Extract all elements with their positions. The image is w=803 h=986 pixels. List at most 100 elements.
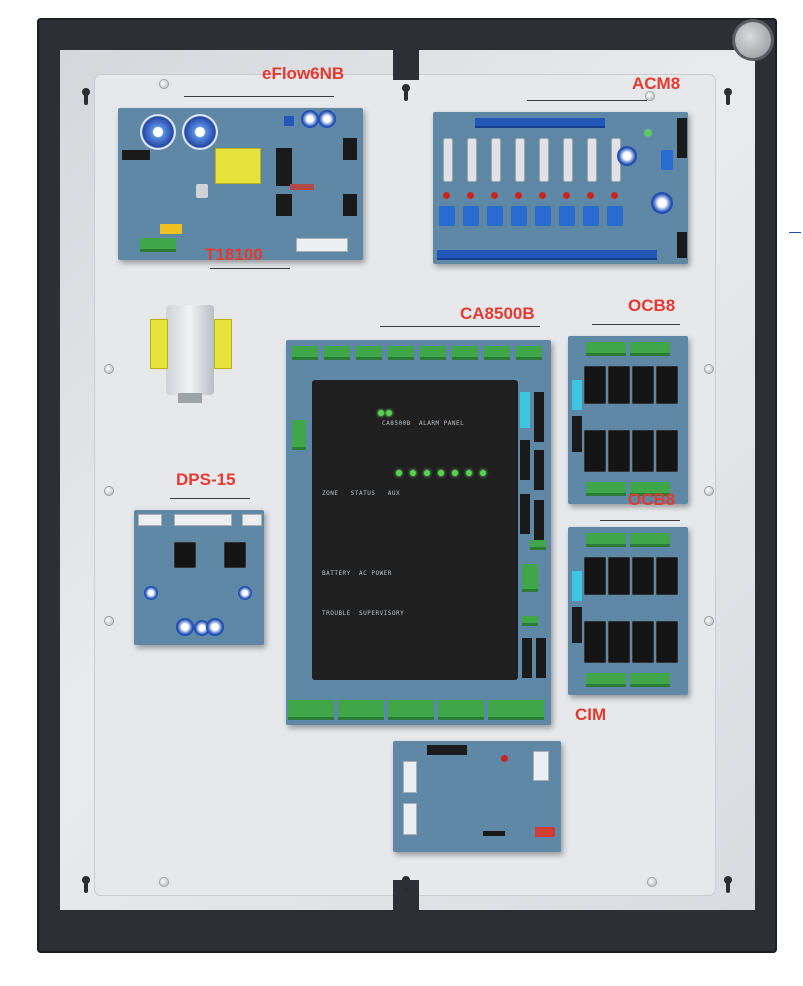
capacitor	[318, 110, 336, 128]
led-indicator	[539, 192, 546, 199]
terminal-block	[630, 533, 670, 547]
led-indicator	[467, 192, 474, 199]
terminal-block	[484, 346, 510, 360]
screw	[705, 617, 713, 625]
mount-foot	[178, 393, 202, 403]
capacitor	[144, 586, 158, 600]
dip-switch	[535, 827, 555, 837]
relay-can	[196, 184, 208, 198]
panel-text: TROUBLE SUPERVISORY	[322, 610, 405, 617]
header-connector	[242, 514, 262, 526]
tamper-switch-icon	[735, 22, 771, 58]
transformer-coil	[214, 319, 232, 369]
inductor	[215, 148, 261, 184]
dps15-board	[134, 510, 264, 645]
leader-line	[170, 498, 250, 499]
terminal-block	[586, 673, 626, 687]
relay	[608, 366, 630, 404]
terminal-block	[420, 346, 446, 360]
terminal-block	[677, 232, 687, 258]
relay	[632, 430, 654, 472]
label-eflow6nb: eFlow6NB	[262, 64, 345, 83]
led-indicator	[466, 470, 472, 476]
label-ocb8-top: OCB8	[628, 296, 676, 315]
terminal-block	[630, 482, 670, 496]
led-indicator	[452, 470, 458, 476]
transformer-bracket	[166, 305, 214, 395]
leader-line	[380, 326, 540, 327]
capacitor	[651, 192, 673, 214]
relay	[511, 206, 527, 226]
header-connector	[572, 571, 582, 601]
leader-line	[527, 100, 647, 101]
relay	[632, 366, 654, 404]
fuse	[539, 138, 549, 182]
capacitor	[176, 618, 194, 636]
fuse	[587, 138, 597, 182]
led-indicator	[424, 470, 430, 476]
ca8500b-board: CA8500B ALARM PANEL ZONE STATUS AUX BATT…	[286, 340, 551, 725]
resistor	[290, 184, 314, 190]
eflow-board	[118, 108, 363, 260]
screw	[105, 617, 113, 625]
panel-text: ZONE STATUS AUX	[322, 490, 401, 497]
terminal-block	[475, 118, 605, 128]
header-connector	[403, 761, 417, 793]
label-ca8500b: CA8500B	[460, 304, 535, 323]
leader-line	[789, 232, 801, 233]
capacitor	[238, 586, 252, 600]
connector	[520, 494, 530, 534]
label-ocb8-bottom: OCB8	[628, 490, 676, 509]
connector	[520, 440, 530, 480]
potentiometer	[284, 116, 294, 126]
keyhole-icon	[722, 88, 734, 106]
terminal-block	[452, 346, 478, 360]
terminal-block	[530, 540, 546, 550]
terminal-block	[356, 346, 382, 360]
terminal-block	[388, 346, 414, 360]
terminal-block	[522, 616, 538, 626]
relay	[584, 366, 606, 404]
relay	[656, 621, 678, 663]
screw	[105, 487, 113, 495]
keyhole-icon	[722, 876, 734, 894]
relay	[583, 206, 599, 226]
connector	[343, 138, 357, 160]
terminal-block	[630, 342, 670, 356]
connector	[534, 450, 544, 490]
header-connector	[520, 392, 530, 428]
ocb8-board-bottom	[568, 527, 688, 695]
connector	[572, 416, 582, 452]
led-indicator	[611, 192, 618, 199]
acm8-board	[433, 112, 688, 264]
led-indicator	[410, 470, 416, 476]
leader-line	[210, 268, 290, 269]
heatsink	[276, 194, 292, 216]
panel-text: CA8500B ALARM PANEL	[382, 420, 465, 427]
header-connector	[403, 803, 417, 835]
relay	[608, 557, 630, 595]
terminal-block	[292, 346, 318, 360]
led-indicator	[378, 410, 384, 416]
keyhole-icon	[400, 84, 412, 102]
fuse	[443, 138, 453, 182]
connector	[522, 638, 532, 678]
relay	[632, 621, 654, 663]
terminal-block	[140, 238, 176, 252]
led-indicator	[443, 192, 450, 199]
connector	[534, 392, 544, 442]
label-cim: CIM	[575, 705, 607, 724]
header-connector	[174, 514, 232, 526]
terminal-block	[288, 700, 334, 720]
capacitor	[140, 114, 176, 150]
capacitor	[301, 110, 319, 128]
connector	[343, 194, 357, 216]
led-indicator	[386, 410, 392, 416]
terminal-block	[630, 673, 670, 687]
heatsink	[276, 148, 292, 186]
terminal-block	[522, 564, 538, 592]
fuse	[160, 224, 182, 234]
transformer	[148, 295, 232, 405]
terminal-block	[388, 700, 434, 720]
header-connector	[296, 238, 348, 252]
